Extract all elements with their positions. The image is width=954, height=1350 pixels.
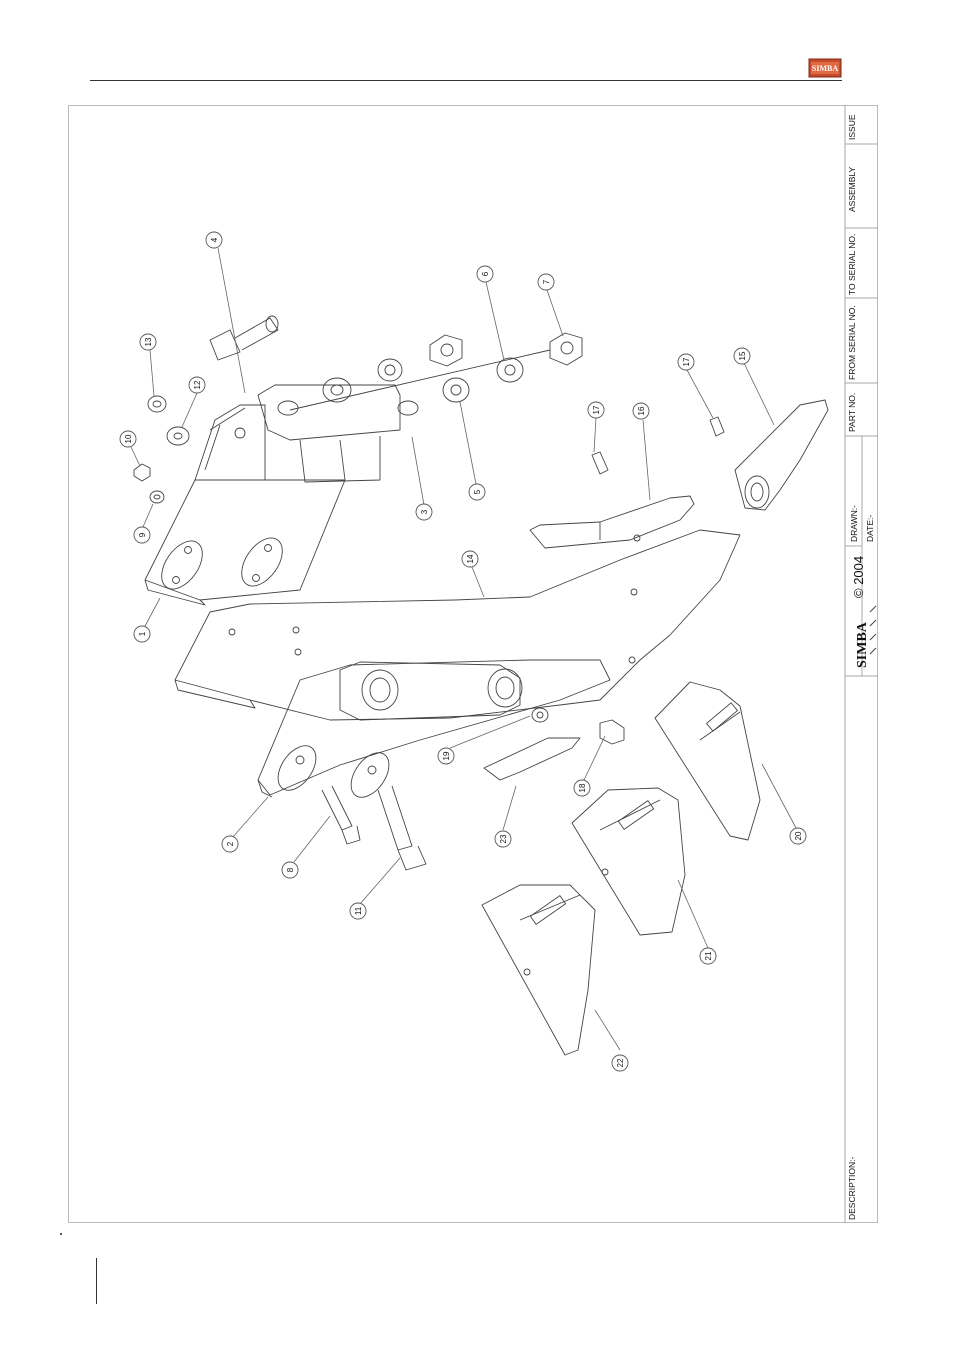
callout-label-9: 9 — [138, 532, 147, 537]
part-3-block — [258, 385, 418, 482]
callout-label-22: 22 — [616, 1058, 625, 1067]
part-15-holder — [735, 400, 828, 510]
part-18-19-23 — [484, 708, 624, 780]
title-from-serial: FROM SERIAL NO. — [847, 305, 857, 380]
lower-bosses — [340, 662, 522, 720]
callout-label-15: 15 — [738, 351, 747, 360]
part-4-pin — [210, 316, 278, 360]
title-part-no: PART NO. — [847, 393, 857, 432]
title-brand: SIMBA — [855, 621, 870, 668]
callout-label-6: 6 — [481, 271, 490, 276]
callout-label-10: 10 — [124, 434, 133, 443]
callout-label-23: 23 — [499, 834, 508, 843]
callout-label-16: 16 — [637, 406, 646, 415]
part-16-holder — [530, 496, 694, 548]
callout-label-12: 12 — [193, 380, 202, 389]
title-copyright: © 2004 — [851, 556, 866, 598]
callout-label-20: 20 — [794, 831, 803, 840]
callout-label-1: 1 — [138, 631, 147, 636]
callout-label-17b: 17 — [682, 357, 691, 366]
part-1-plate — [145, 405, 345, 605]
callout-label-7: 7 — [542, 279, 551, 284]
parts-drawing — [134, 316, 828, 1055]
callout-label-5: 5 — [473, 489, 482, 494]
callout-label-14: 14 — [466, 554, 475, 563]
title-date: DATE:- — [865, 515, 875, 542]
callout-label-11: 11 — [354, 906, 363, 915]
callout-label-17a: 17 — [592, 405, 601, 414]
part-22-shoe — [482, 885, 595, 1055]
part-14-beam — [175, 530, 740, 720]
title-description: DESCRIPTION:- — [847, 1157, 857, 1220]
part-17-pins — [592, 417, 724, 474]
small-fasteners — [134, 396, 189, 503]
callout-label-13: 13 — [144, 337, 153, 346]
callout-label-4: 4 — [210, 237, 219, 242]
brand-stripes — [870, 606, 876, 654]
callout-leaders — [131, 248, 796, 1050]
title-issue: ISSUE — [847, 114, 857, 140]
title-drawn: DRAWN:- — [849, 505, 859, 542]
part-21-shoe — [572, 788, 685, 935]
callout-labels: 1 2 3 4 5 6 7 8 9 10 11 12 13 14 15 16 1… — [124, 237, 803, 1067]
callout-label-2: 2 — [226, 841, 235, 846]
callout-label-19: 19 — [442, 751, 451, 760]
part-20-shoe — [655, 682, 760, 840]
callout-label-8: 8 — [286, 867, 295, 872]
callout-label-18: 18 — [578, 783, 587, 792]
title-to-serial: TO SERIAL NO. — [847, 234, 857, 295]
callout-label-3: 3 — [420, 509, 429, 514]
part-2-plate — [258, 660, 610, 804]
part-11-bolt — [378, 786, 426, 870]
title-assembly: ASSEMBLY — [847, 166, 857, 212]
upper-washers-nuts — [290, 333, 582, 410]
callout-label-21: 21 — [704, 951, 713, 960]
